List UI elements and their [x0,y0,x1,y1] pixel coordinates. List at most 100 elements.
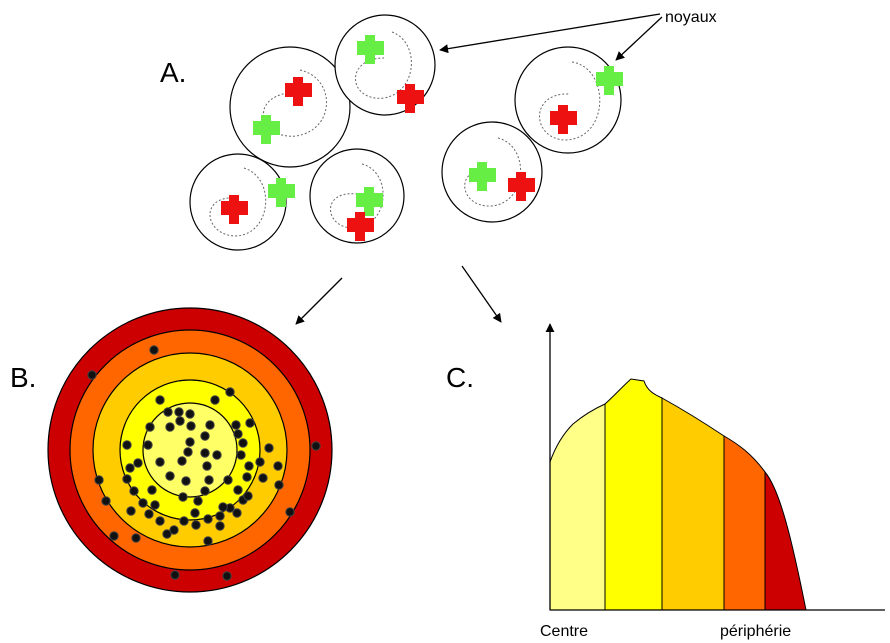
signal-dot [163,407,173,417]
signal-dot [274,480,284,490]
signal-dot [238,438,248,448]
nucleus-2 [334,14,436,116]
nuclei-label: noyaux [665,9,717,26]
green-marker [268,178,295,207]
signal-dot [177,456,187,466]
signal-dot [125,463,135,473]
signal-dot [285,507,295,517]
signal-dot [245,418,255,428]
signal-dot [122,440,132,450]
signal-dot [193,496,203,506]
panel-c-label: C. [446,362,474,393]
signal-dot [232,508,242,518]
signal-dot [178,492,188,502]
signal-dot [129,486,139,496]
signal-dot [138,498,148,508]
signal-dot [203,536,213,546]
signal-dot [185,409,195,419]
signal-dot [149,345,159,355]
signal-dot [203,514,213,524]
green-marker [357,35,384,64]
signal-dot [155,457,165,467]
nucleus-4 [189,153,295,251]
panel-c: C. Centre périphérie [446,323,885,640]
signal-dot [202,461,212,471]
signal-dot [215,511,225,521]
signal-dot [122,474,132,484]
signal-dots [87,345,321,581]
signal-dot [273,461,283,471]
signal-dot [258,473,268,483]
signal-dot [243,491,253,501]
signal-dot [109,531,119,541]
nucleus-3 [514,46,623,154]
green-marker [596,66,623,95]
red-marker [397,84,424,113]
signal-dot [165,422,175,432]
signal-dot [205,420,215,430]
signal-dot [244,461,254,471]
green-marker [469,162,496,191]
nucleus-5 [309,148,405,244]
arrow-to-c [461,265,502,323]
signal-dot [185,437,195,447]
red-marker [550,105,577,134]
nuclei-arrow-2 [615,16,663,61]
signal-dot [223,475,233,485]
signal-dot [218,502,228,512]
signal-dot [225,387,235,397]
signal-dot [175,416,185,426]
panel-b-label: B. [10,362,36,393]
center-label: Centre [540,623,588,640]
signal-dot [186,421,196,431]
green-marker [356,187,383,216]
red-marker [285,77,312,106]
signal-dot [191,520,201,530]
signal-dot [200,431,210,441]
signal-dot [242,472,252,482]
panel-a-label: A. [160,57,186,88]
signal-dot [145,422,155,432]
red-marker [508,172,535,201]
profile-band-5 [764,470,807,611]
signal-dot [170,570,180,580]
signal-dot [204,475,214,485]
profile-band-1 [549,403,606,611]
arrow-to-b [295,277,343,325]
signal-dot [231,420,241,430]
signal-dot [133,458,143,468]
signal-dot [155,395,165,405]
red-marker [347,212,374,241]
signal-dot [131,533,141,543]
signal-dot [212,450,222,460]
signal-dot [165,471,175,481]
signal-dot [143,440,153,450]
red-marker [221,195,248,224]
signal-dot [144,509,154,519]
signal-dot [181,476,191,486]
nucleus-6 [441,121,543,223]
signal-dot [94,475,104,485]
green-marker [253,115,280,144]
signal-dot [200,486,210,496]
signal-dot [233,485,243,495]
signal-dot [255,457,265,467]
signal-dot [215,521,225,531]
signal-dot [264,443,274,453]
signal-dot [101,496,111,506]
profile-band-3 [661,397,725,611]
signal-dot [147,485,157,495]
signal-dot [222,571,232,581]
profile-band-4 [723,435,766,611]
profile-band-2 [604,378,663,611]
signal-dot [210,395,220,405]
signal-dot [126,506,136,516]
signal-dot [183,447,193,457]
signal-dot [169,525,179,535]
signal-dot [190,508,200,518]
periphery-label: périphérie [720,623,791,640]
signal-dot [179,516,189,526]
nucleus-1 [229,46,351,168]
signal-dot [87,370,97,380]
